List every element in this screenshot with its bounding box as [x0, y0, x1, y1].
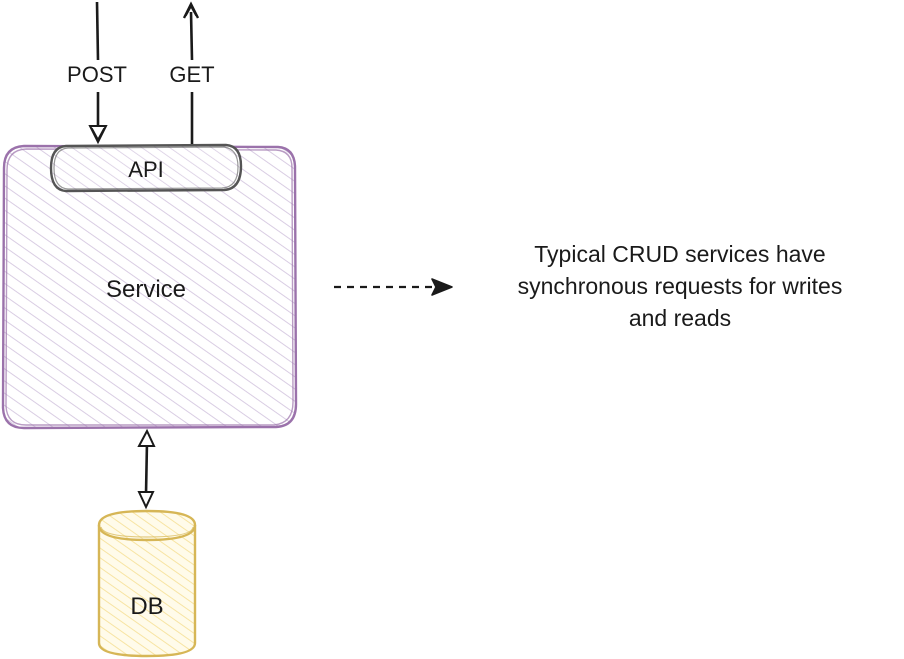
- service-box: [1, 144, 298, 430]
- db-cylinder: [97, 509, 197, 658]
- service-label: Service: [106, 276, 186, 303]
- post-arrow: [88, 1, 108, 145]
- service-db-arrow: [137, 428, 156, 510]
- caption-text: Typical CRUD services have synchronous r…: [470, 238, 890, 334]
- get-arrow: [182, 1, 200, 144]
- db-label: DB: [130, 593, 163, 620]
- caption-line: and reads: [628, 305, 732, 331]
- get-label: GET: [169, 62, 214, 87]
- api-label: API: [128, 157, 163, 182]
- caption-line: synchronous requests for writes: [517, 273, 843, 299]
- api-pill: [49, 143, 243, 193]
- caption-line: Typical CRUD services have: [534, 241, 826, 267]
- post-label: POST: [67, 62, 127, 87]
- dashed-arrow: [334, 278, 453, 296]
